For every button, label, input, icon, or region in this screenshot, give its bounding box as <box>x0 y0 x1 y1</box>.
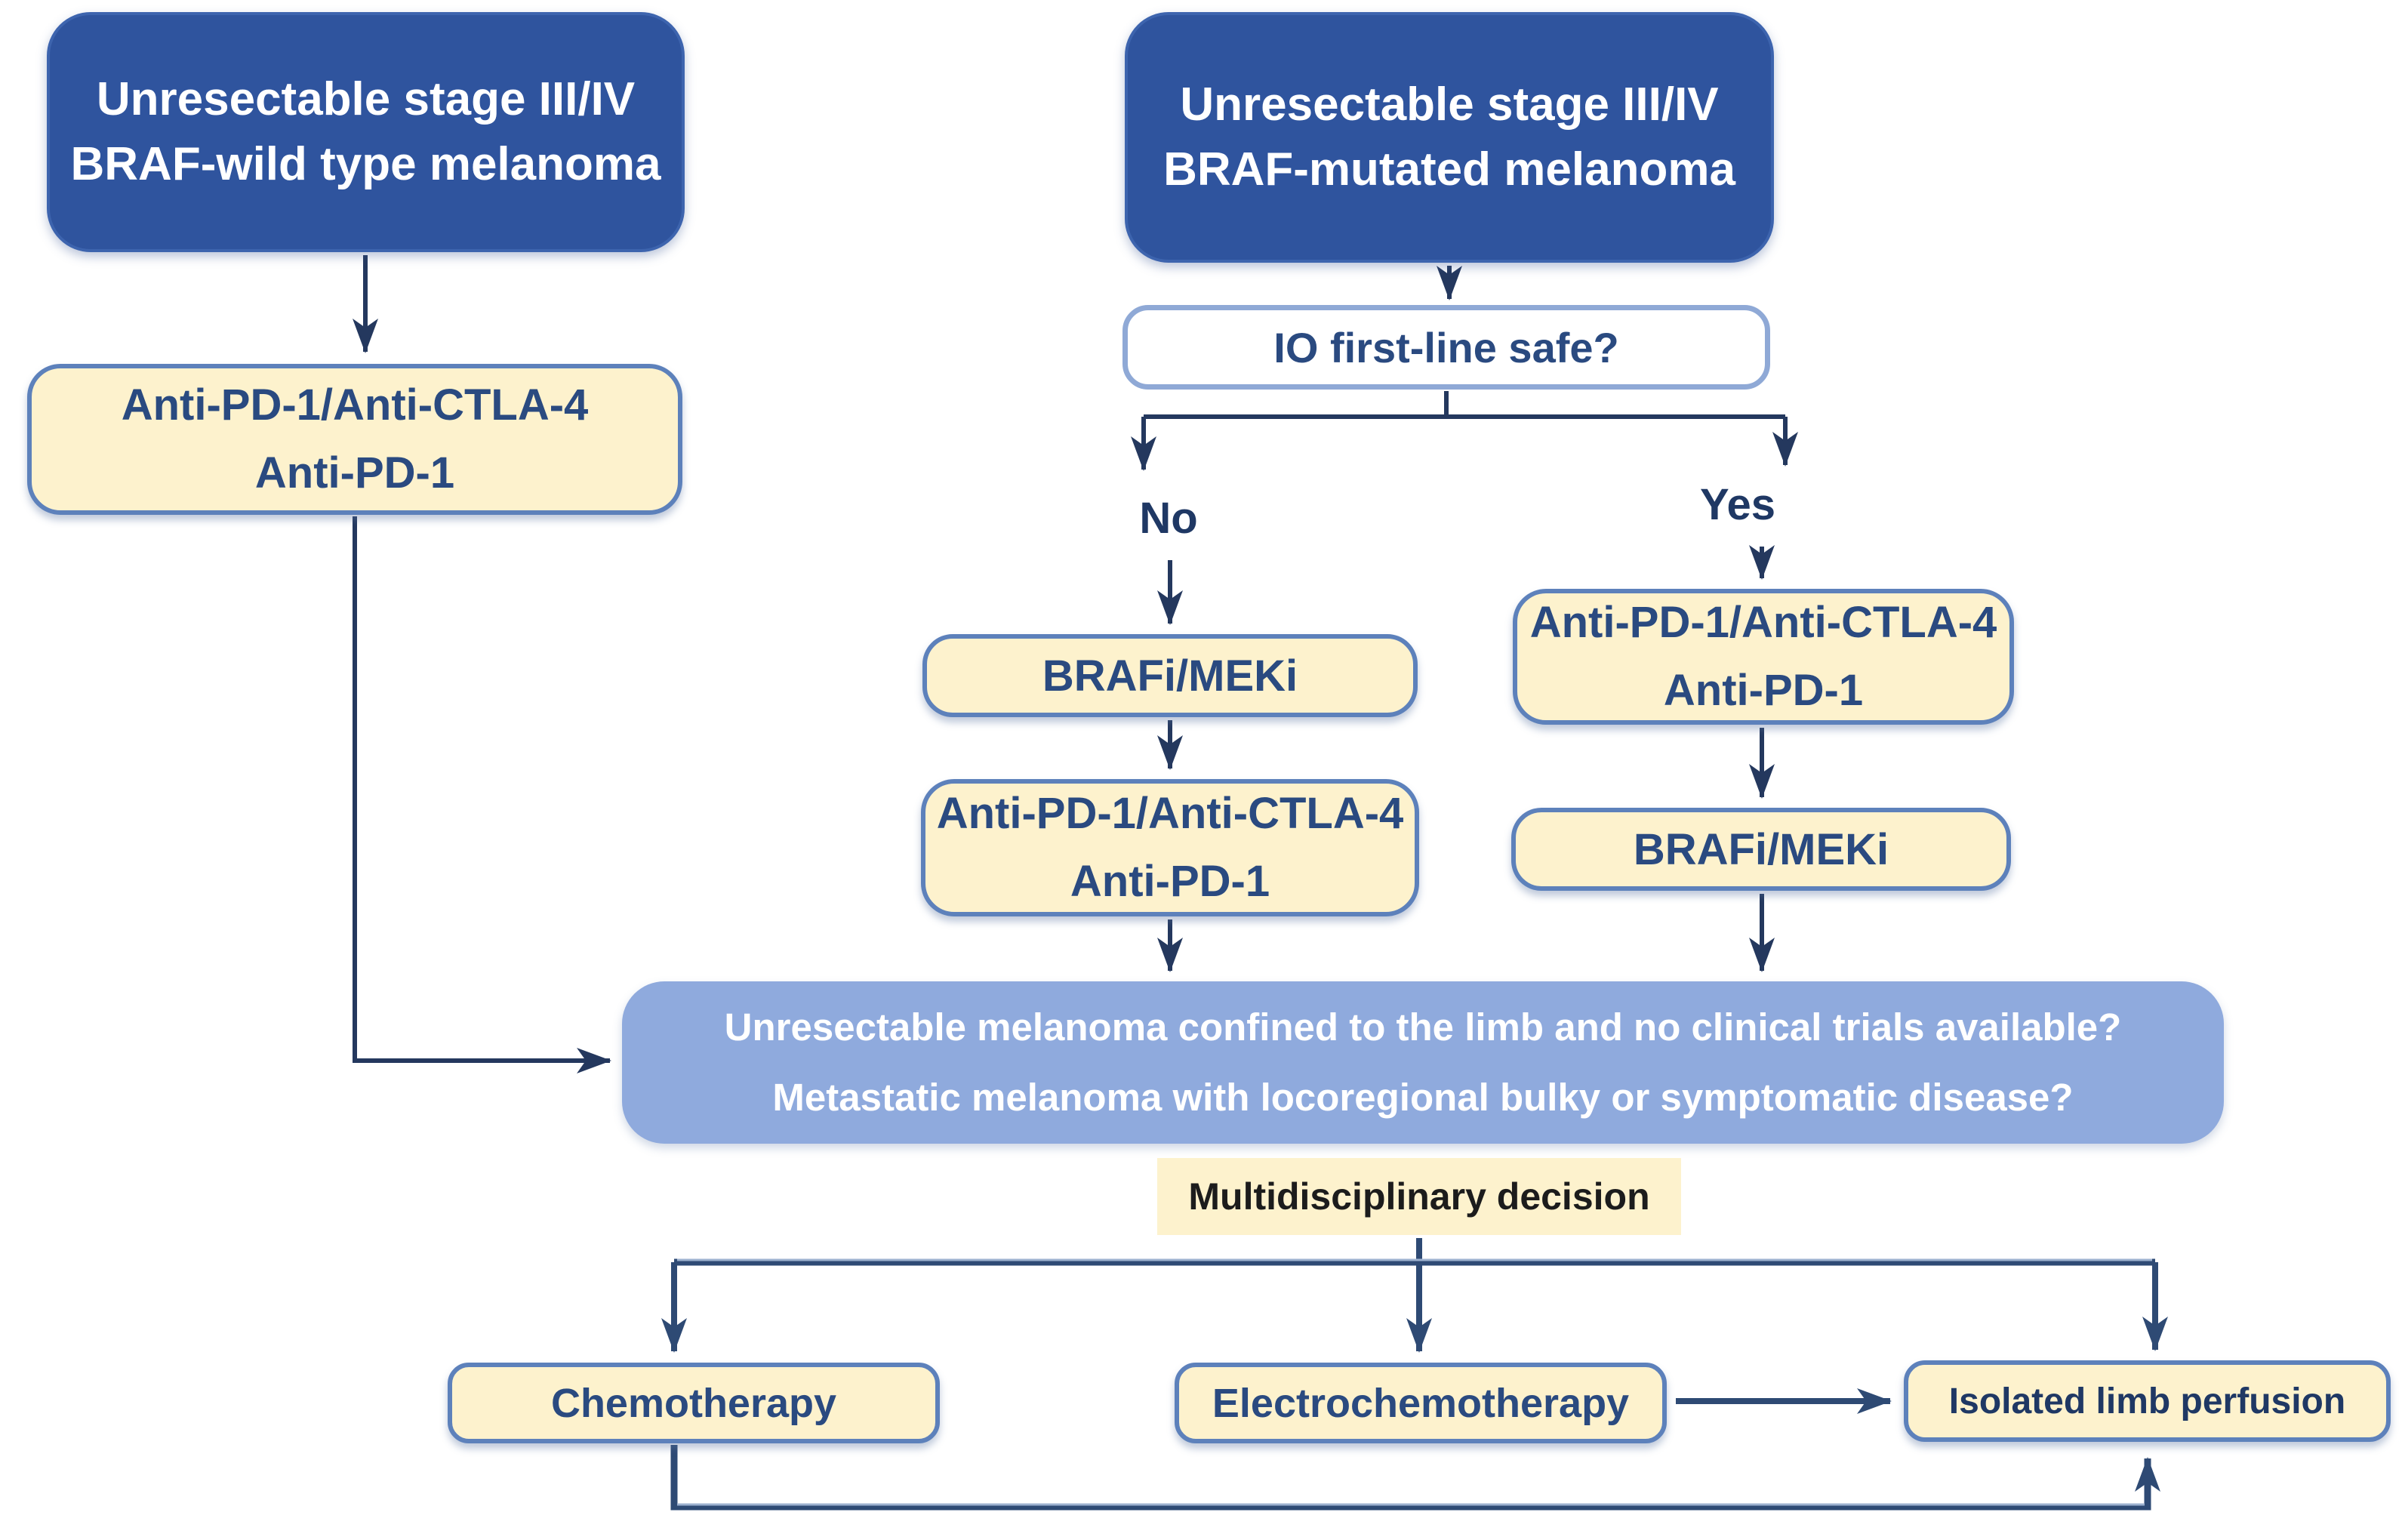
node-isolated-limb-perfusion: Isolated limb perfusion <box>1904 1360 2391 1442</box>
node-immunotherapy-left: Anti-PD-1/Anti-CTLA-4 Anti-PD-1 <box>27 364 682 515</box>
node-io-first-line-question: IO first-line safe? <box>1122 305 1770 390</box>
node-braf-wild-type-line2: BRAF-wild type melanoma <box>70 138 661 190</box>
limb-question-line1: Unresectable melanoma confined to the li… <box>724 1005 2122 1049</box>
node-immunotherapy-no-branch-line1: Anti-PD-1/Anti-CTLA-4 <box>936 789 1404 839</box>
node-immunotherapy-left-line2: Anti-PD-1 <box>254 448 455 497</box>
node-braf-mutated-line1: Unresectable stage III/IV <box>1180 79 1719 131</box>
limb-question-line2: Metastatic melanoma with locoregional bu… <box>772 1075 2074 1119</box>
node-immunotherapy-no-branch: Anti-PD-1/Anti-CTLA-4 Anti-PD-1 <box>921 779 1419 916</box>
branch-label-yes: Yes <box>1700 479 1775 529</box>
branch-label-no: No <box>1139 493 1198 543</box>
node-immunotherapy-yes-branch: Anti-PD-1/Anti-CTLA-4 Anti-PD-1 <box>1513 589 2014 725</box>
node-chemotherapy: Chemotherapy <box>448 1363 940 1443</box>
node-braf-mutated-root: Unresectable stage III/IV BRAF-mutated m… <box>1125 12 1774 263</box>
node-immunotherapy-no-branch-line2: Anti-PD-1 <box>1070 857 1270 906</box>
node-braf-wild-type-root: Unresectable stage III/IV BRAF-wild type… <box>47 12 685 252</box>
node-braf-wild-type-line1: Unresectable stage III/IV <box>96 73 636 126</box>
node-immunotherapy-yes-branch-line2: Anti-PD-1 <box>1663 666 1864 715</box>
node-brafi-meki-yes-branch: BRAFi/MEKi <box>1511 808 2011 891</box>
node-immunotherapy-left-line1: Anti-PD-1/Anti-CTLA-4 <box>121 380 589 430</box>
node-electrochemotherapy: Electrochemotherapy <box>1175 1363 1667 1443</box>
node-brafi-meki-no-branch: BRAFi/MEKi <box>922 634 1418 717</box>
node-immunotherapy-yes-branch-line1: Anti-PD-1/Anti-CTLA-4 <box>1529 598 1997 648</box>
io-question-text: IO first-line safe? <box>1273 323 1619 371</box>
node-multidisciplinary-decision: Multidisciplinary decision <box>1157 1158 1681 1235</box>
node-braf-mutated-line2: BRAF-mutated melanoma <box>1163 143 1735 196</box>
node-limb-question: Unresectable melanoma confined to the li… <box>622 981 2224 1144</box>
